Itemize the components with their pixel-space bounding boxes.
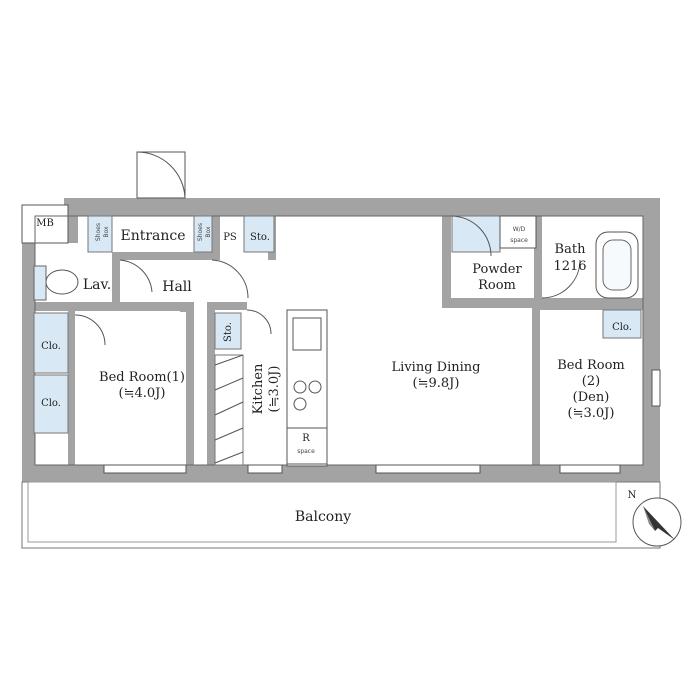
interior-walls [22,216,643,472]
clo-1-closet [33,312,69,374]
label-clo-den: Clo. [612,322,632,333]
label-lav: Lav. [83,277,111,293]
label-bed-room-2-area: (≒3.0J) [568,406,615,421]
entrance-door [136,151,186,199]
clo-den-closet [602,309,642,339]
shoes-box-2-closet [193,215,213,253]
wash-basin [451,215,501,253]
label-shoes-box-1-line1: Shoes [95,223,102,241]
label-balcony: Balcony [295,509,351,525]
label-bed-room-2-den: (Den) [573,390,610,405]
toilet-icon [45,269,79,295]
label-entrance: Entrance [120,228,185,244]
compass-north-label: N [628,490,637,501]
clo-2-closet [33,374,69,434]
outer-walls [21,198,660,482]
label-bed-room-2: Bed Room [557,358,624,373]
label-sto-top: Sto. [250,232,270,243]
label-mb: MB [36,218,54,229]
label-bed-room-1-area: (≒4.0J) [119,386,166,401]
label-ps: PS [223,232,237,243]
label-shoes-box-2-line1: Shoes [197,223,204,241]
label-powder-room-line2: Room [478,278,516,293]
label-hall: Hall [162,279,192,295]
label-living-dining: Living Dining [392,360,481,375]
shoes-box-1-closet [87,215,113,253]
windows [103,369,661,474]
label-kitchen-area: (≒3.0J) [267,366,282,413]
label-clo-1: Clo. [41,341,61,352]
door-arcs [74,215,581,346]
label-living-dining-area: (≒9.8J) [413,376,460,391]
label-shoes-box-1-line2: Box [103,226,110,238]
label-wd: W/D [513,226,526,233]
r-space-box [286,427,328,465]
label-kitchen: Kitchen [251,363,266,414]
burner-icon [293,380,307,394]
label-r-space-r: R [302,433,310,444]
label-powder-room: Powder [472,262,522,277]
burner-icon [293,397,307,411]
label-clo-2: Clo. [41,398,61,409]
label-r-space-space: space [297,448,315,455]
label-wd-space: space [510,237,528,244]
room-outlines [33,215,644,467]
burner-icon [308,380,322,394]
label-bath: Bath [555,242,587,257]
label-bed-room-1: Bed Room(1) [99,370,185,385]
compass-icon: N [628,490,682,547]
label-bed-room-2-num: (2) [582,374,600,389]
label-bath-size: 1216 [553,259,586,274]
sto-kitchen-closet [214,312,242,350]
sto-top-closet [243,215,275,253]
label-sto-kitchen: Sto. [223,322,234,342]
wd-space-box [499,215,537,249]
label-shoes-box-2-line2: Box [205,226,212,238]
sink-icon [292,317,322,351]
